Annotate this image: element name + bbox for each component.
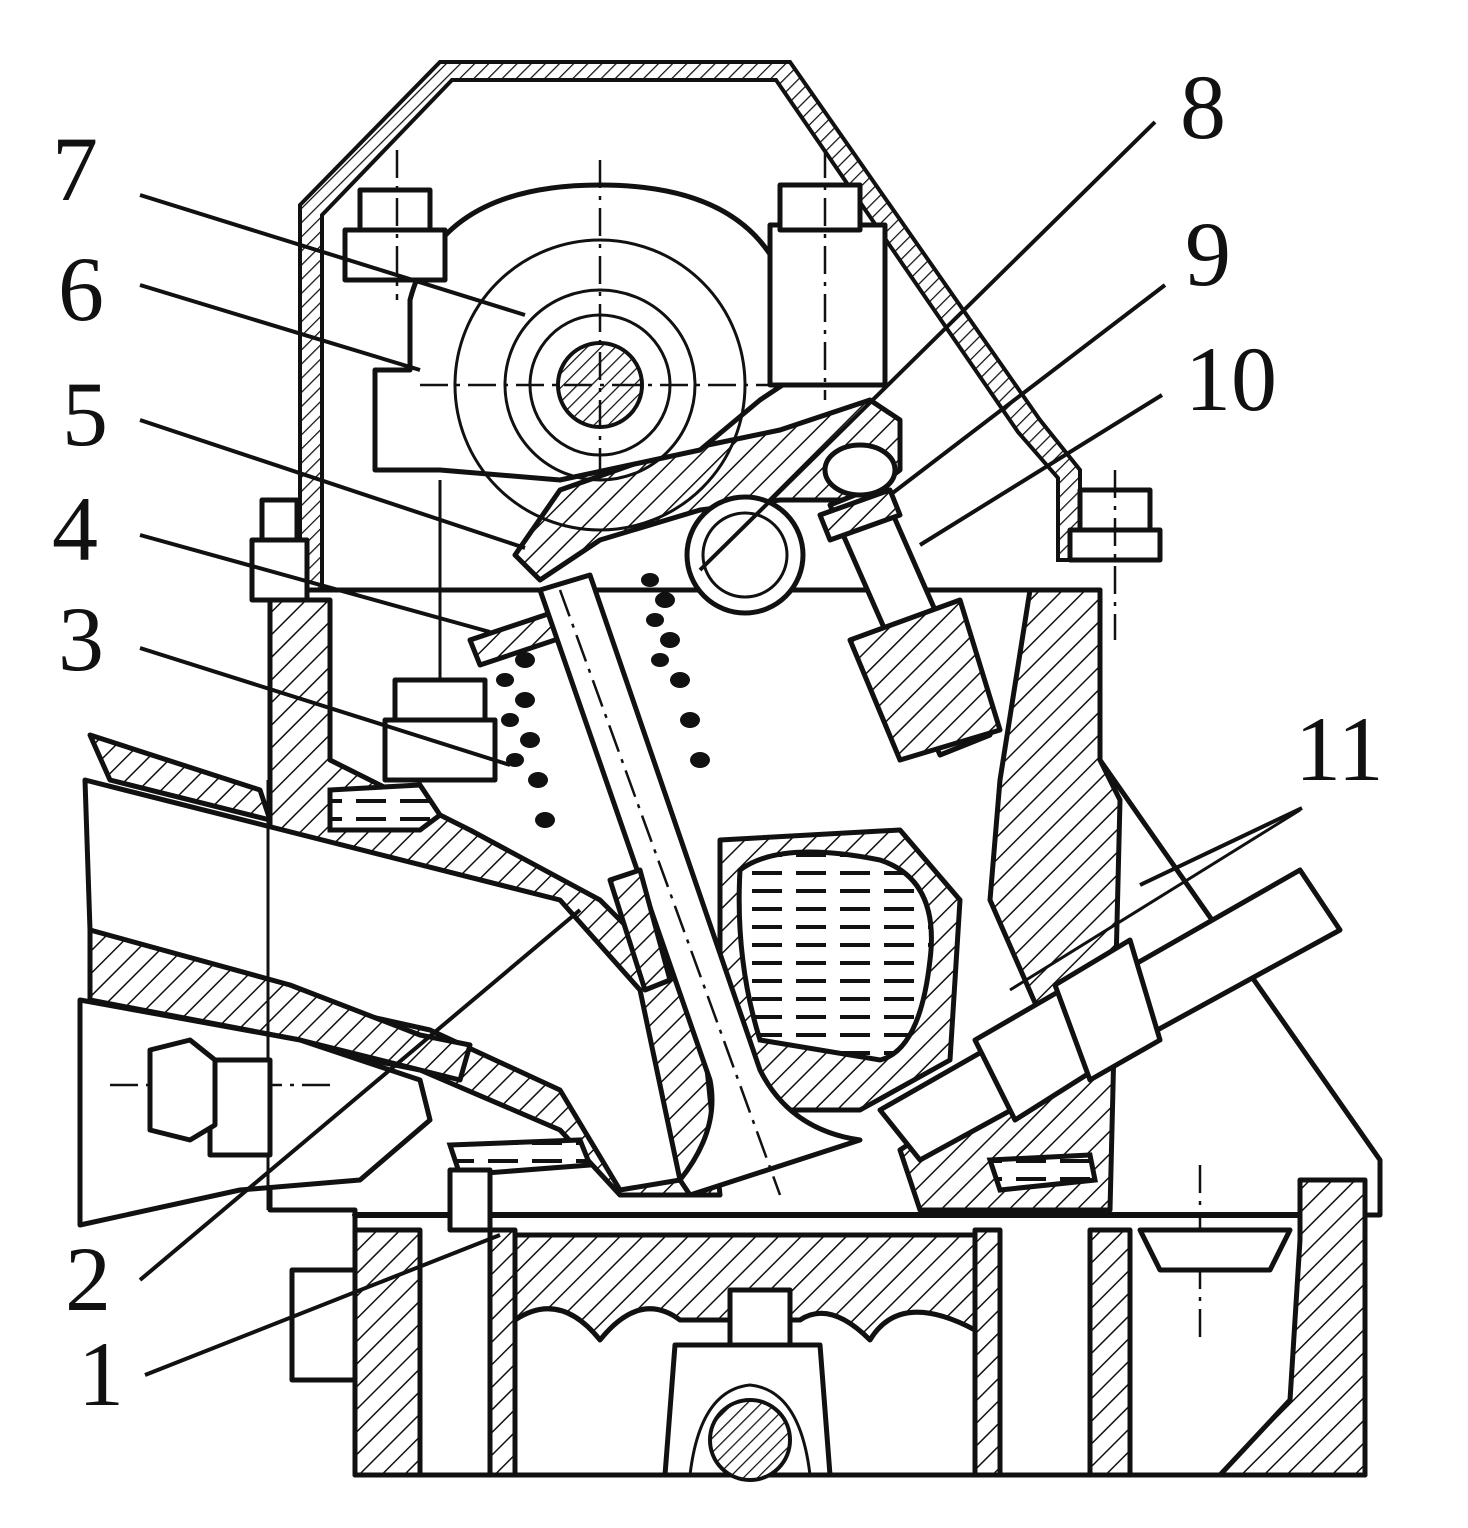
valve: [537, 572, 863, 1198]
callout-leader-1: [144, 1233, 501, 1377]
intake-port: [77, 732, 683, 1228]
callout-leader-4: [139, 533, 491, 634]
injector: [877, 808, 1343, 1163]
callout-label-8: 8: [1180, 56, 1226, 158]
callout-label-2: 2: [65, 1228, 111, 1330]
callout-leader-10: [918, 393, 1164, 547]
rocker-cover: [298, 60, 1082, 592]
callout-leader-3: [139, 646, 511, 767]
callout-label-1: 1: [78, 1323, 124, 1425]
callout-leader-7: [139, 193, 526, 317]
callout-label-3: 3: [58, 588, 104, 690]
head-bolt: [447, 1167, 493, 1233]
callout-label-9: 9: [1185, 203, 1231, 305]
callout-leader-2: [138, 908, 582, 1282]
callout-leader-9: [888, 283, 1167, 497]
callout-label-10: 10: [1185, 328, 1277, 430]
callout-label-6: 6: [58, 238, 104, 340]
callout-label-7: 7: [52, 118, 98, 220]
callout-leader-11: [1139, 806, 1303, 887]
studs-and-nuts: [249, 150, 1163, 783]
callout-leader-6: [139, 283, 421, 372]
adjusting-screw: [817, 442, 1003, 763]
cylinder-block: [289, 1165, 1368, 1482]
callout-leader-8: [698, 120, 1157, 572]
callout-label-4: 4: [52, 478, 98, 580]
callout-label-11: 11: [1295, 698, 1384, 800]
callout-label-5: 5: [62, 363, 108, 465]
callout-leader-5: [139, 418, 526, 550]
